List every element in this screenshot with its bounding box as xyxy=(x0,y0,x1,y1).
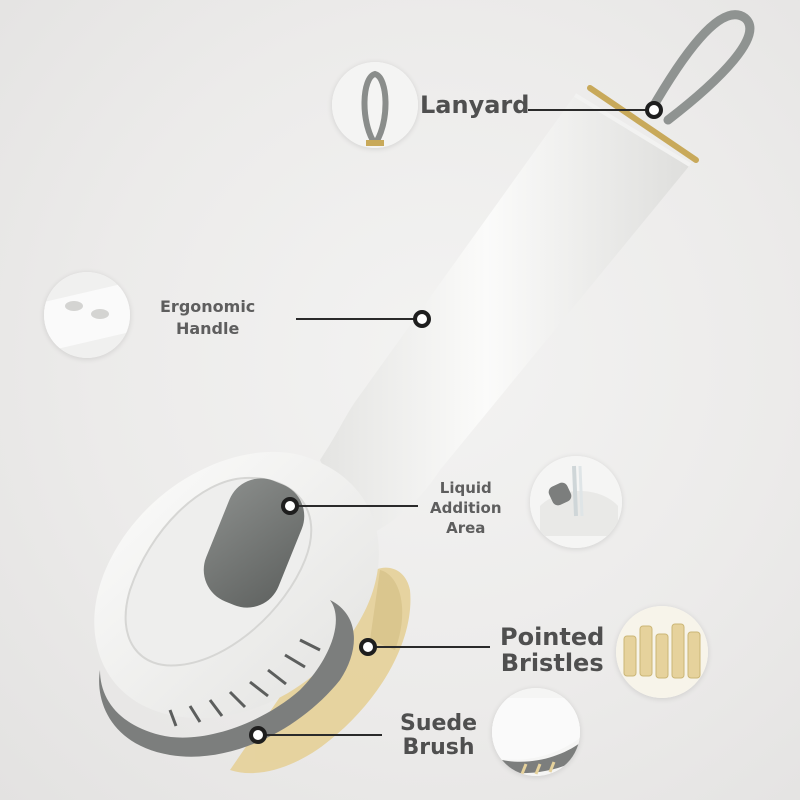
label-bristles-line-1: Pointed xyxy=(500,623,605,651)
callout-lines xyxy=(258,109,654,736)
label-handle-line-1: Ergonomic xyxy=(160,297,256,316)
label-liquid-line-3: Area xyxy=(446,519,486,537)
liquid-pour-icon xyxy=(530,456,622,548)
label-bristles-line-2: Bristles xyxy=(500,649,604,677)
suede-inset xyxy=(492,688,580,776)
bristles-inset xyxy=(616,606,708,698)
label-ergonomic-handle: Ergonomic Handle xyxy=(160,296,255,340)
label-suede-brush: Suede Brush xyxy=(400,712,477,760)
label-liquid-line-2: Addition xyxy=(430,499,502,517)
suede-brush-icon xyxy=(492,688,580,776)
label-suede-line-1: Suede xyxy=(400,711,478,736)
lanyard-loop-icon xyxy=(332,62,418,148)
label-lanyard: Lanyard xyxy=(420,91,530,119)
suede-ridges xyxy=(168,638,321,727)
liquid-button xyxy=(203,478,305,608)
gold-ring xyxy=(587,85,699,163)
handle-inset xyxy=(44,272,130,358)
handle xyxy=(320,95,690,540)
lanyard-inset xyxy=(332,62,418,148)
label-liquid-addition-area: Liquid Addition Area xyxy=(430,478,502,538)
bristles-closeup-icon xyxy=(616,606,708,698)
label-handle-line-2: Handle xyxy=(175,319,240,338)
lanyard-loop xyxy=(645,10,755,125)
label-pointed-bristles: Pointed Bristles xyxy=(500,624,604,676)
label-lanyard-text: Lanyard xyxy=(420,91,530,119)
suede-rim xyxy=(99,600,354,757)
liquid-inset xyxy=(530,456,622,548)
label-suede-line-2: Brush xyxy=(402,735,475,760)
label-liquid-line-1: Liquid xyxy=(439,479,492,497)
callout-dots xyxy=(249,101,663,744)
handle-grip-icon xyxy=(44,272,130,358)
